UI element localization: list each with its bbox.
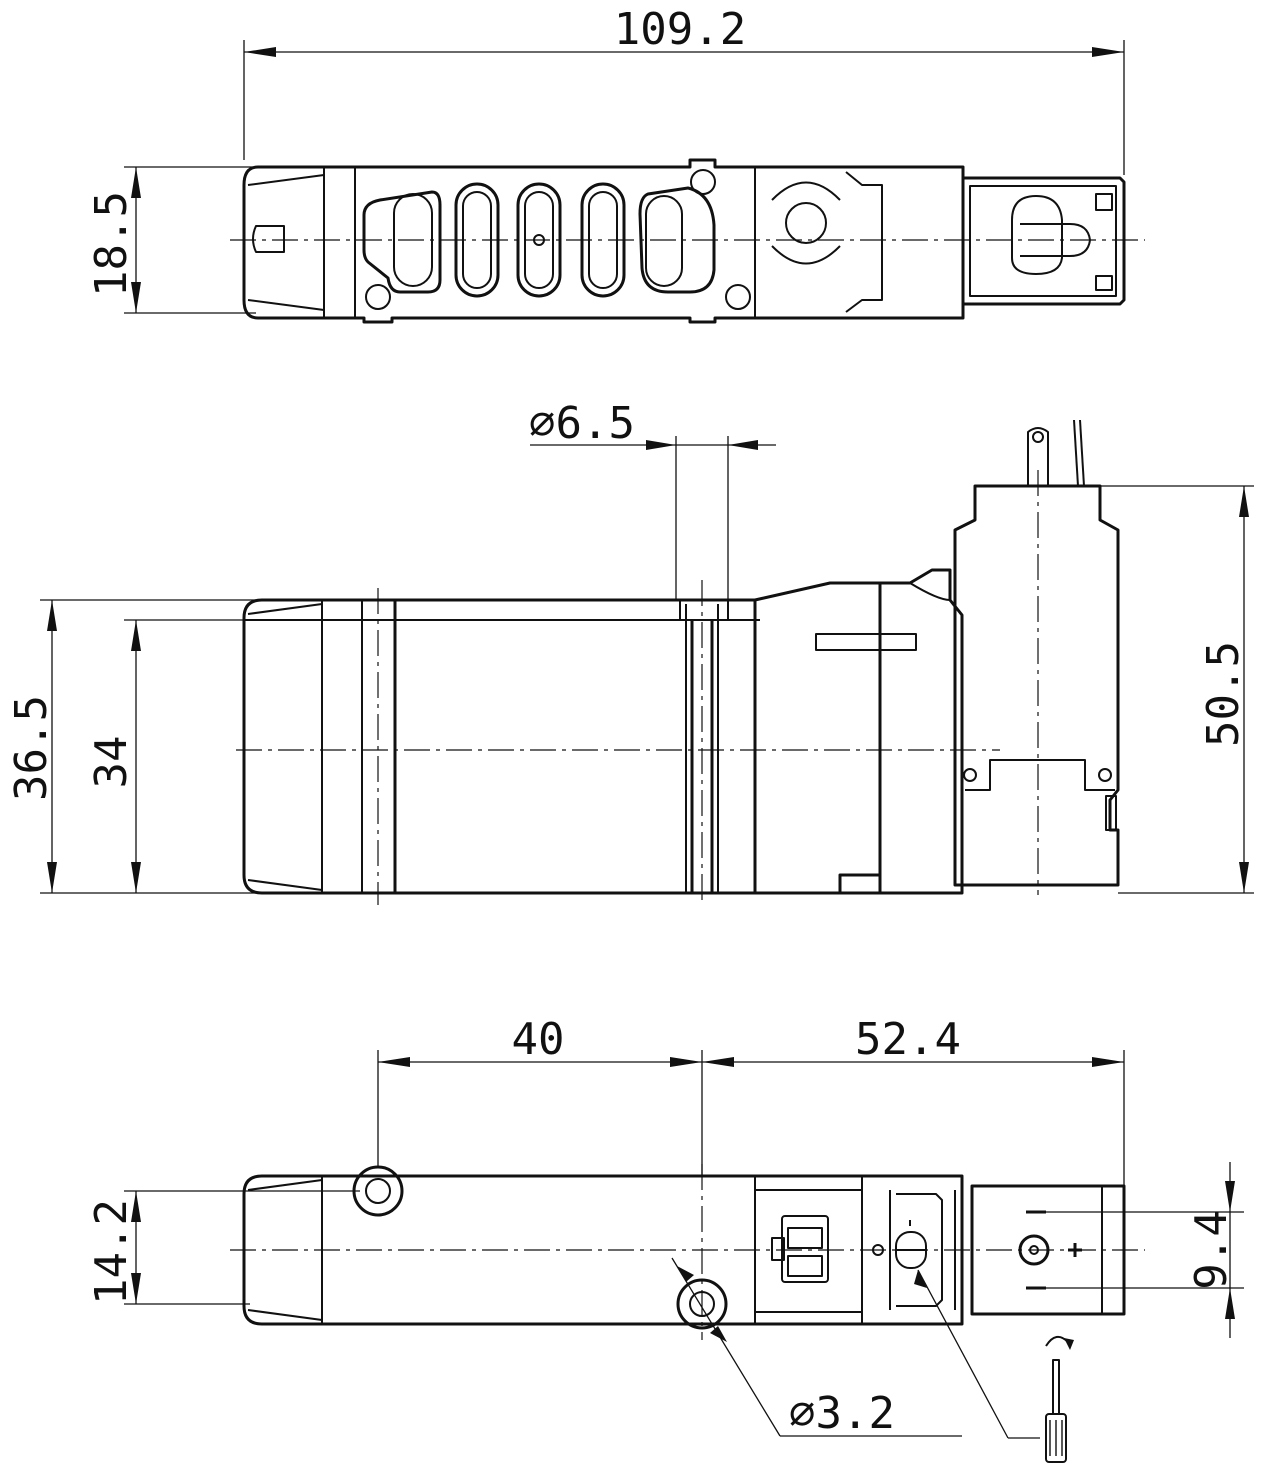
bottom-left-span-label: 40 xyxy=(512,1014,565,1065)
rotate-arrow-icon xyxy=(1045,1335,1074,1350)
bottom-connector-height-dimension: 9.4 xyxy=(1046,1162,1244,1338)
bottom-right-span-label: 52.4 xyxy=(855,1014,961,1065)
side-outer-height-label: 36.5 xyxy=(6,695,57,801)
bottom-height-label: 14.2 xyxy=(86,1199,137,1305)
bottom-hole-label: ⌀3.2 xyxy=(789,1388,895,1439)
side-inner-height-dimension: 34 xyxy=(86,619,260,893)
manual-override-callout xyxy=(914,1269,1040,1439)
side-view xyxy=(236,419,1120,905)
top-height-label: 18.5 xyxy=(86,191,137,297)
bottom-hole-dimension: ⌀3.2 xyxy=(671,1257,962,1439)
side-outer-height-dimension: 36.5 xyxy=(6,599,258,894)
bottom-right-span-dimension: 52.4 xyxy=(702,1014,1125,1186)
side-hole-dimension: ⌀6.5 xyxy=(529,398,776,600)
top-view xyxy=(230,158,1145,324)
side-total-height-label: 50.5 xyxy=(1198,641,1249,747)
side-total-height-dimension: 50.5 xyxy=(1100,485,1254,894)
top-length-label: 109.2 xyxy=(614,4,746,55)
bottom-view xyxy=(230,1164,1145,1340)
top-height-dimension: 18.5 xyxy=(86,166,256,314)
screwdriver-icon xyxy=(1045,1359,1067,1463)
side-inner-height-label: 34 xyxy=(86,736,137,789)
top-length-dimension: 109.2 xyxy=(243,4,1125,175)
bottom-left-span-dimension: 40 xyxy=(377,1014,703,1176)
bottom-connector-height-label: 9.4 xyxy=(1186,1210,1237,1289)
bottom-height-dimension: 14.2 xyxy=(86,1190,360,1305)
side-hole-label: ⌀6.5 xyxy=(529,398,635,449)
